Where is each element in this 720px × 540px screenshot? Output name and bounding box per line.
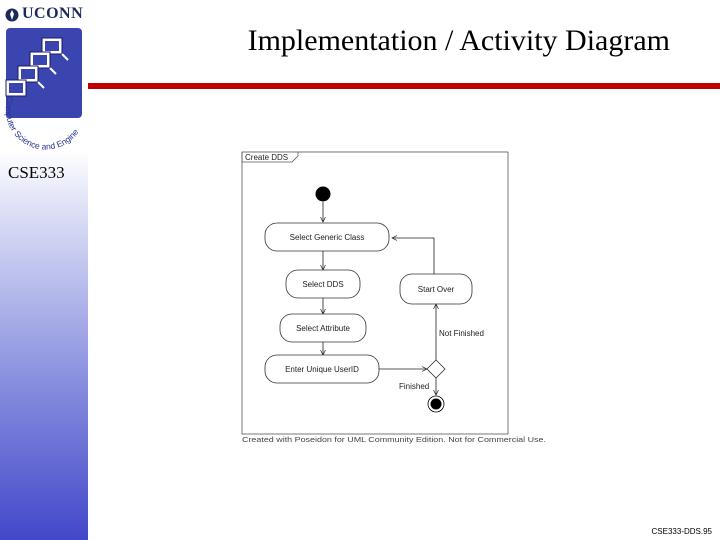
slide-title: Implementation / Activity Diagram [247,24,670,57]
guard-not-finished: Not Finished [439,329,484,338]
state-label-start-over: Start Over [418,285,455,294]
state-label-select-attribute: Select Attribute [296,324,350,333]
course-label: CSE333 [8,163,65,182]
final-node [430,398,442,410]
guard-finished: Finished [399,382,429,391]
state-label-select-generic-class: Select Generic Class [290,233,365,242]
uconn-seal-icon [5,8,19,22]
transition-start-over [392,238,435,274]
slide-reference: CSE333-DDS.95 [651,527,712,536]
uconn-logo: UCONN [2,2,86,22]
state-select-attribute [279,313,367,343]
state-start-over [399,273,473,305]
uconn-wordmark: UCONN [22,5,84,22]
title-divider [88,83,720,89]
initial-node [315,186,331,202]
tool-watermark: Created with Poseidon for UML Community … [242,435,546,444]
frame-label: Create DDS [245,153,288,162]
frame-tab [241,152,299,163]
decision-node [426,359,446,379]
state-select-generic-class [264,222,390,252]
state-label-select-dds: Select DDS [302,280,343,289]
state-select-dds [285,269,361,299]
state-enter-unique-user-id [264,354,380,384]
sidebar: UCONN Computer Science and Engineering C… [0,0,88,540]
activity-diagram: Create DDS Select Generic Class Select D… [241,151,546,444]
state-label-enter-unique-user-id: Enter Unique UserID [285,365,359,374]
cse-department-logo: Computer Science and Engineering [2,26,82,152]
